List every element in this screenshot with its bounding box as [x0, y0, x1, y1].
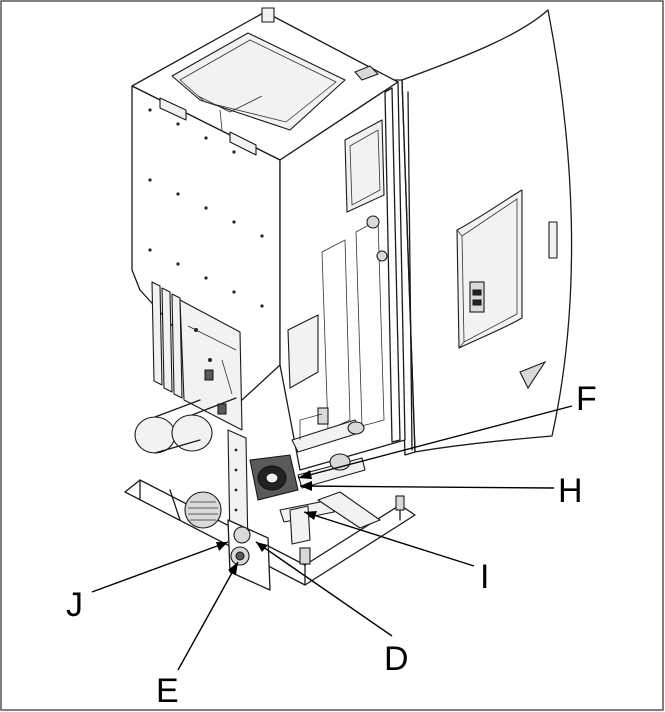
arrowhead-i — [304, 511, 317, 520]
radiator-fins — [151, 281, 183, 399]
callout-label-e: E — [156, 672, 179, 710]
callout-label-f: F — [576, 380, 597, 418]
arrowhead-f — [298, 470, 312, 479]
callout-lines — [91, 405, 573, 671]
callout-labels: F H I J D E — [66, 380, 597, 710]
rivets — [148, 108, 264, 308]
leader-line-j — [91, 541, 229, 593]
callout-label-j: J — [66, 586, 83, 624]
cabinet-front-side — [279, 81, 406, 471]
callout-label-h: H — [558, 472, 583, 510]
base-frame — [124, 479, 416, 586]
fan-grille — [184, 491, 222, 529]
arrowhead-h — [300, 481, 312, 491]
leader-line-f — [297, 405, 573, 479]
callout-label-d: D — [384, 640, 409, 678]
stove-door — [391, 9, 573, 456]
arrowhead-d — [256, 542, 268, 552]
control-board — [179, 299, 243, 431]
exhaust-pipes — [134, 397, 237, 454]
door-window — [456, 189, 523, 349]
callout-label-i: I — [480, 558, 489, 596]
leader-line-h — [299, 485, 555, 489]
arrowhead-e — [228, 562, 238, 575]
leader-line-e — [177, 561, 239, 671]
leader-line-d — [255, 541, 393, 637]
leader-line-i — [303, 511, 475, 567]
pump-assembly — [227, 407, 381, 591]
arrowhead-j — [216, 542, 228, 551]
